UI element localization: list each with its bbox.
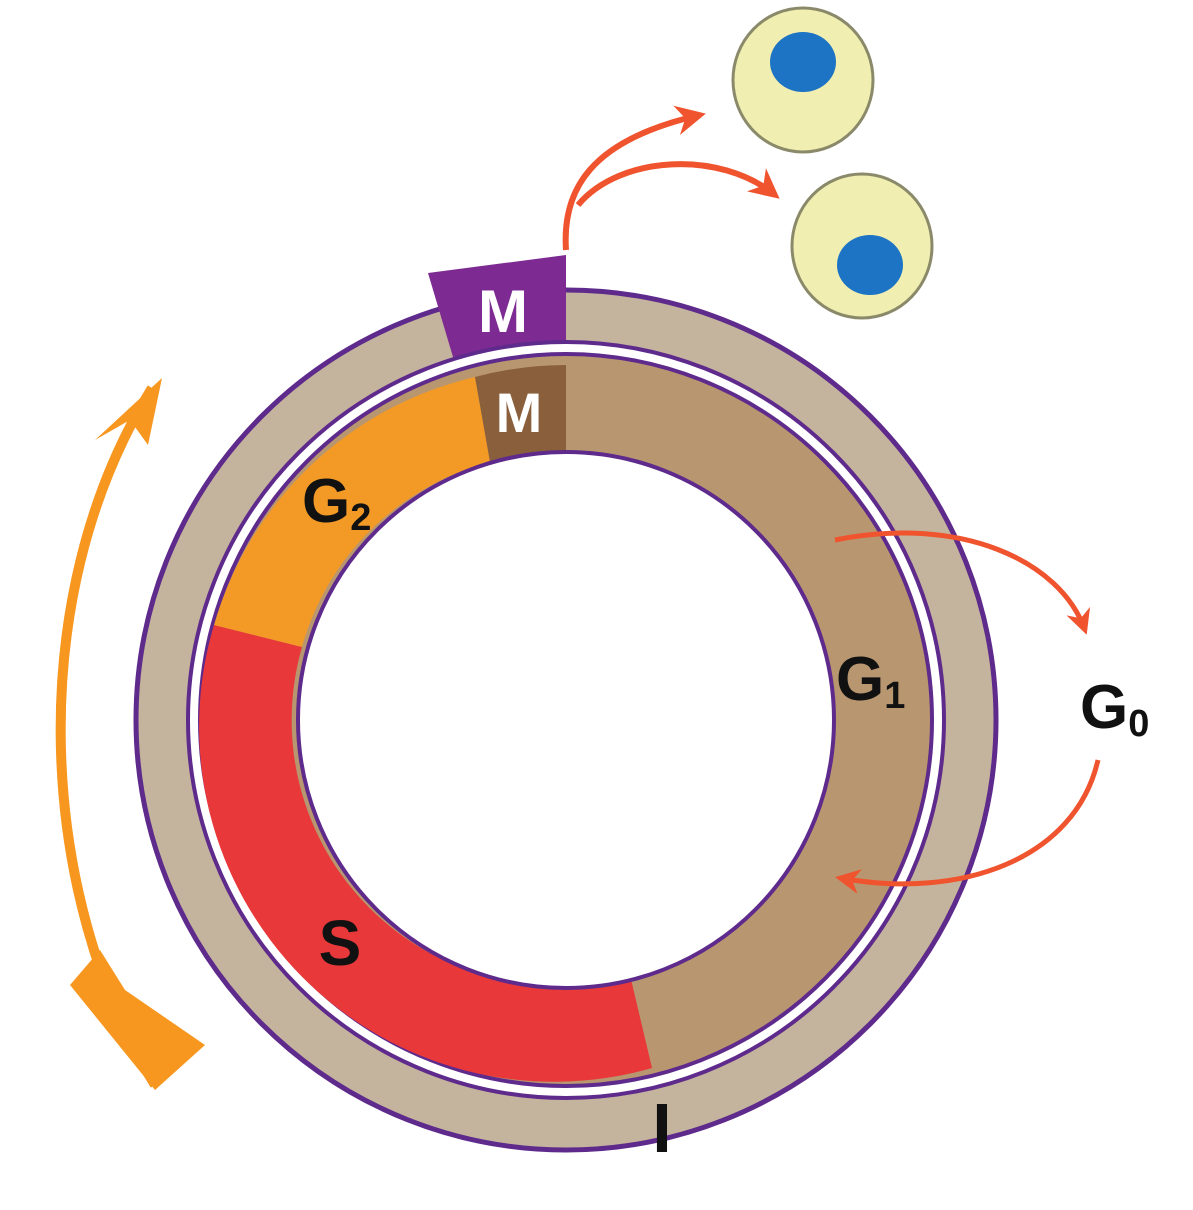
center-hole [296,450,836,990]
division-arrow-upper [562,105,706,251]
division-arrow-lower [575,161,780,207]
s-phase-segment [199,625,652,1082]
daughter-cell-bottom [790,172,934,320]
cycle-direction-arrow [55,378,205,1090]
g1-label: G1 [836,645,905,717]
g2-phase-segment [214,377,490,647]
daughter-cell-top [731,6,875,154]
inner-m-label: M [496,381,543,444]
outer-mitosis-segment [428,255,566,357]
outer-m-label: M [478,278,528,345]
g2-label: G2 [302,467,371,539]
g1-to-g0-arrow [834,530,1091,635]
g0-to-g1-arrow [835,759,1101,894]
s-label: S [319,907,362,979]
interphase-i-label: I [652,1089,671,1167]
inner-mitosis-segment [475,365,566,462]
g0-label: G0 [1080,673,1149,745]
